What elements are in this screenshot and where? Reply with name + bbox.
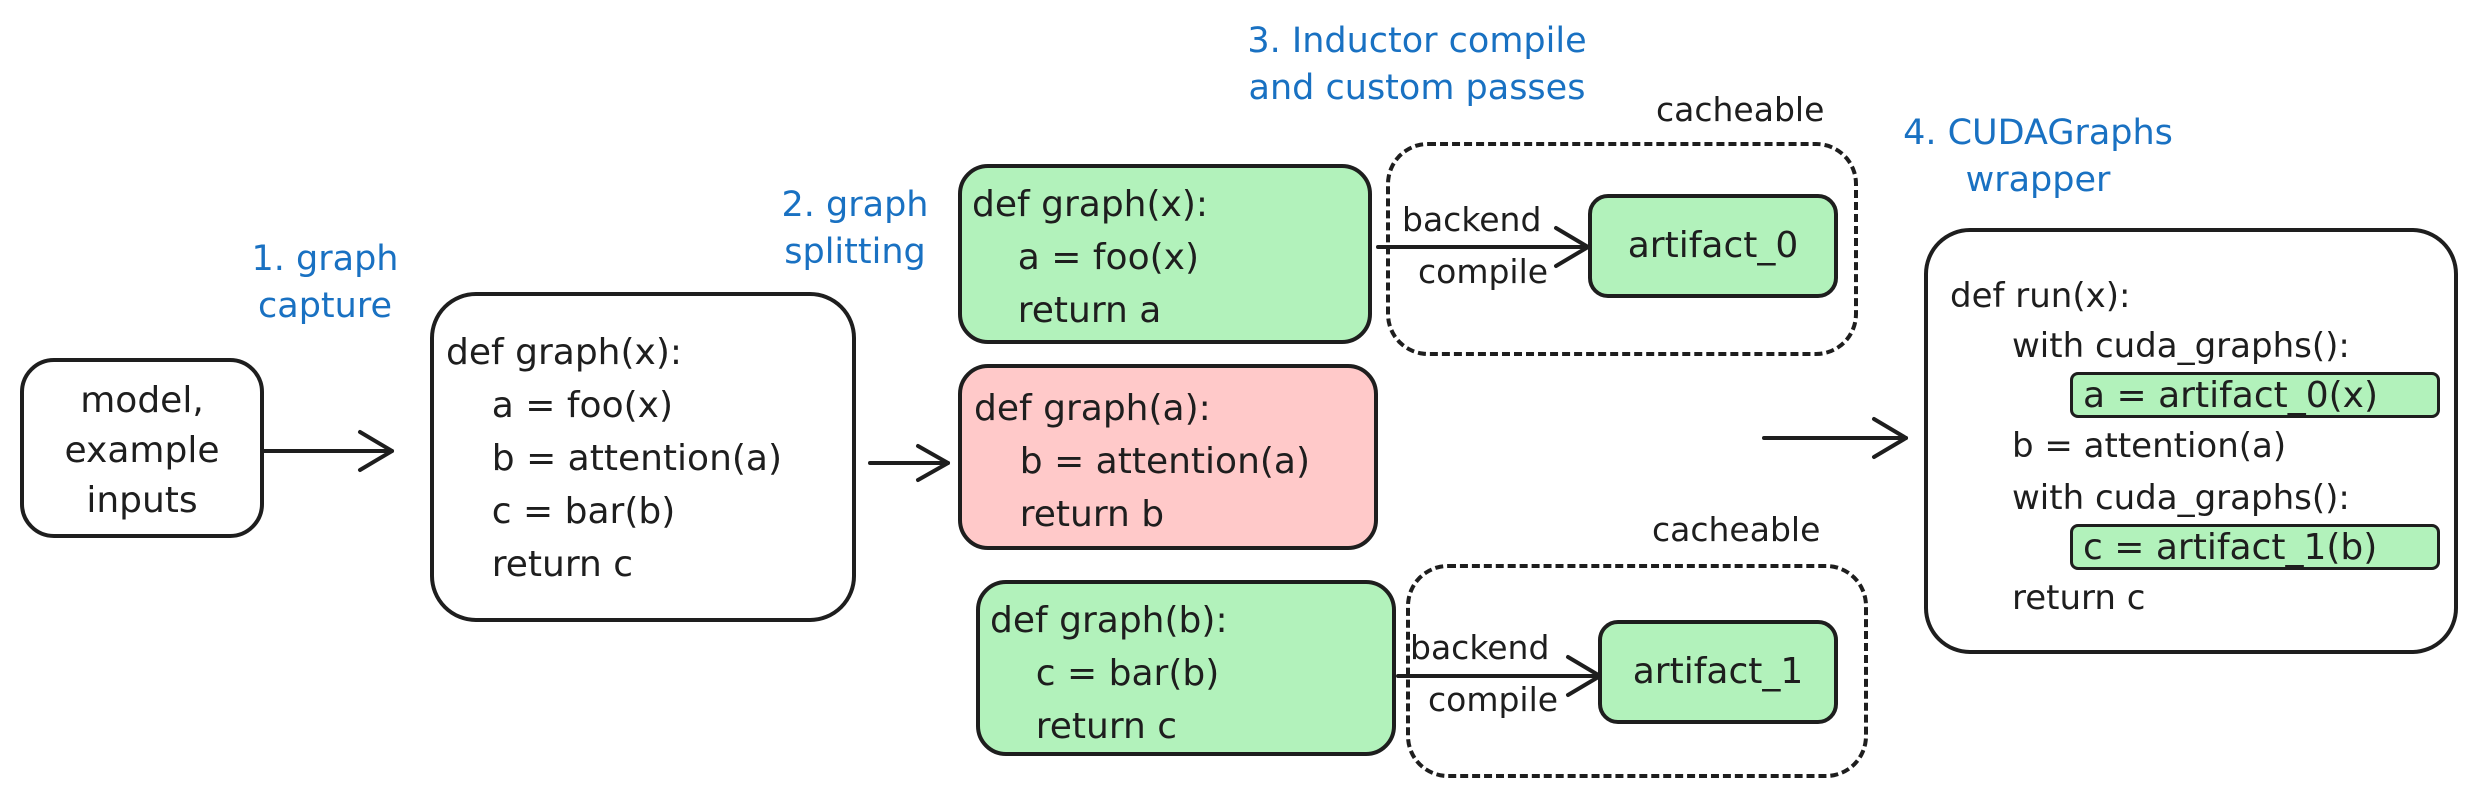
arrow-split (868, 444, 950, 482)
artifact-1-label: artifact_1 (1632, 651, 1804, 692)
backend-bottom-line1: backend (1410, 628, 1550, 667)
backend-top-line2: compile (1418, 252, 1549, 291)
stage-4-label: 4. CUDAGraphs wrapper (1903, 113, 2173, 200)
subgraph-1-code: def graph(b): c = bar(b) return c (990, 600, 1228, 747)
wrapper-artifact-0-call: a = artifact_0(x) (2070, 372, 2440, 418)
captured-graph-code: def graph(x): a = foo(x) b = attention(a… (446, 332, 783, 585)
input-box: model, example inputs (20, 358, 264, 538)
cacheable-top-region (1386, 142, 1858, 356)
artifact-1-box: artifact_1 (1598, 620, 1838, 724)
stage-2-label: 2. graph splitting (781, 185, 929, 272)
backend-top-line1: backend (1402, 200, 1542, 239)
cacheable-bottom-label: cacheable (1652, 510, 1821, 549)
subgraph-0-code: def graph(x): a = foo(x) return a (972, 184, 1209, 331)
subgraph-0-box: def graph(x): a = foo(x) return a (958, 164, 1372, 344)
subgraph-1-box: def graph(b): c = bar(b) return c (976, 580, 1396, 756)
cudagraphs-wrapper-box: def run(x): with cuda_graphs(): a = arti… (1924, 228, 2458, 654)
wrapper-line-return: return c (2012, 578, 2146, 618)
cacheable-top-label: cacheable (1656, 90, 1825, 129)
wrapper-line-attention: b = attention(a) (2012, 426, 2287, 466)
backend-bottom-line2: compile (1428, 680, 1559, 719)
stage-3-label: 3. Inductor compile and custom passes (1247, 21, 1587, 108)
stage-1-label: 1. graph capture (251, 239, 399, 326)
input-box-text: model, example inputs (64, 380, 220, 521)
wrapper-artifact-1-call: c = artifact_1(b) (2070, 524, 2440, 570)
cacheable-bottom-region (1406, 564, 1868, 778)
wrapper-line-def: def run(x): (1950, 276, 2131, 316)
subgraph-attention-code: def graph(a): b = attention(a) return b (974, 388, 1311, 535)
subgraph-attention-box: def graph(a): b = attention(a) return b (958, 364, 1378, 550)
wrapper-line-with-2: with cuda_graphs(): (2012, 478, 2350, 518)
captured-graph-box: def graph(x): a = foo(x) b = attention(a… (430, 292, 856, 622)
artifact-0-box: artifact_0 (1588, 194, 1838, 298)
arrow-capture (262, 430, 394, 472)
artifact-0-label: artifact_0 (1627, 225, 1799, 266)
wrapper-line-with-1: with cuda_graphs(): (2012, 326, 2350, 366)
arrow-to-wrapper (1762, 417, 1908, 459)
